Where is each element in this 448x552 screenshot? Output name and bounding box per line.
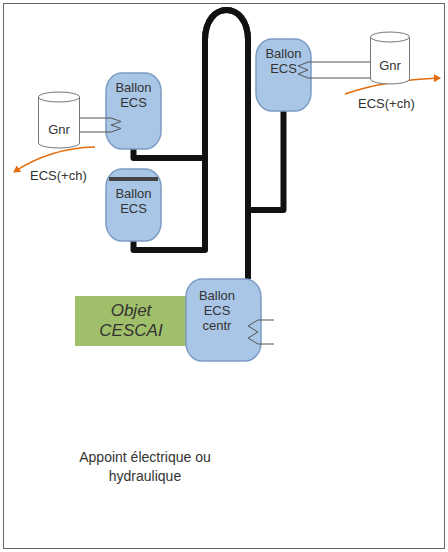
tank-label: Ballon ECS centr [191,288,243,333]
tank-bar [109,177,158,181]
generator-label: Gnr [38,122,80,137]
note-label: Appoint électrique ou hydraulique [45,448,245,486]
generator-node: GnrECS(+ch) [38,92,80,148]
object-label: Objet CESCAI [83,301,179,341]
tank-body [106,169,161,241]
tank-node: Ballon ECS centr [185,278,262,362]
tank-node: Ballon ECS [255,38,312,112]
generator-label: Gnr [370,58,410,73]
generator-shape [38,92,80,148]
generator-top [371,32,410,42]
water-pipe [248,111,284,279]
tank-body [186,279,261,361]
tank-label: Ballon ECS [107,186,160,216]
generator-top [39,92,80,102]
tank-body [106,73,161,149]
generator-node: GnrECS(+ch) [370,32,410,84]
heat-coil [298,62,312,78]
generator-sublabel: ECS(+ch) [358,96,415,111]
coil-link [80,118,105,132]
tank-node: Ballon ECS [105,168,162,242]
generator-body [39,97,80,148]
generator-sublabel: ECS(+ch) [30,168,87,183]
tank-node: Ballon ECS [105,72,162,150]
heat-coil [248,320,274,344]
tank-label: Ballon ECS [257,46,310,76]
heat-coil [105,118,121,132]
tank-label: Ballon ECS [107,80,160,110]
generator-body [371,37,410,84]
tank-body [256,39,311,111]
frame [4,4,445,549]
coil-link [312,62,370,78]
